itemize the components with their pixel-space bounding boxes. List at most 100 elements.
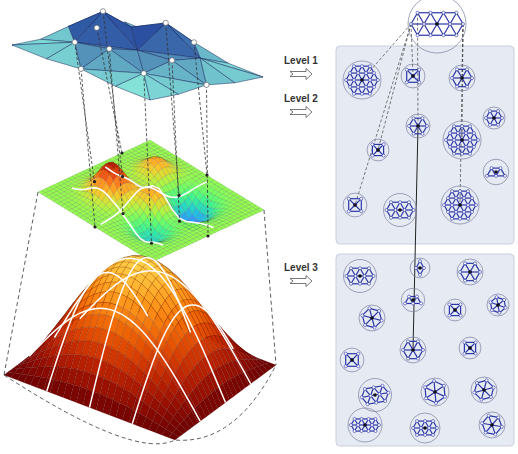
cluster-outline: [367, 139, 389, 161]
level-panel: [336, 254, 514, 446]
dome-surface: [4, 256, 276, 441]
mesh-vertex: [408, 216, 411, 219]
dashed-leader: [362, 24, 411, 80]
projection-lines: [4, 9, 276, 444]
mesh-vertex: [453, 139, 456, 142]
sample-point: [150, 242, 153, 245]
mesh-graph: [449, 65, 475, 91]
dashed-leader: [355, 24, 411, 205]
mesh-edge: [431, 13, 438, 24]
mesh-vertex: [417, 125, 420, 128]
mesh-vertex: [418, 68, 421, 71]
mesh-vertex: [412, 117, 415, 120]
mesh-edge: [457, 24, 464, 35]
mesh-vertex: [405, 81, 408, 84]
cluster-center: [376, 148, 380, 152]
mesh-vertex: [416, 11, 419, 14]
sample-point: [93, 180, 96, 183]
cluster-center: [492, 116, 496, 120]
mesh-edge: [406, 70, 407, 83]
level-panel: [336, 46, 514, 244]
mesh-edge: [424, 13, 431, 24]
mesh-edge: [444, 13, 451, 24]
mesh-vertex: [353, 92, 356, 95]
mesh-edge: [361, 199, 362, 212]
mesh-vertex: [497, 123, 500, 126]
mesh-graph: [406, 114, 430, 138]
dashed-leader: [207, 85, 209, 236]
mesh-vertex: [361, 65, 364, 68]
cluster-center: [411, 74, 415, 78]
mesh-edge: [418, 35, 431, 36]
sample-point: [204, 82, 209, 87]
mesh-vertex: [371, 154, 374, 157]
mesh-vertex: [493, 117, 496, 120]
cluster-outline: [401, 64, 425, 88]
mesh-vertex: [353, 79, 356, 82]
mesh-vertex: [455, 34, 458, 37]
mesh-edge: [419, 70, 420, 83]
mesh-vertex: [473, 145, 476, 148]
mesh-vertex: [462, 23, 465, 26]
mesh-edge: [418, 24, 425, 35]
mesh-graph: [401, 64, 425, 88]
dashed-leader: [194, 42, 207, 175]
mesh-edge: [349, 211, 362, 212]
mesh-edge: [411, 24, 418, 35]
sample-point: [78, 66, 83, 71]
wavy-surface: [38, 140, 264, 262]
mesh-vertex: [466, 68, 469, 71]
cluster-center: [416, 124, 420, 128]
mesh-vertex: [347, 210, 350, 213]
mesh-vertex: [403, 209, 406, 212]
patch-boundary: [55, 258, 226, 402]
mesh-vertex: [399, 201, 402, 204]
mesh-edge: [431, 35, 444, 36]
mesh-edge: [450, 24, 457, 35]
mesh-vertex: [477, 139, 480, 142]
dashed-leader: [109, 49, 123, 214]
mesh-vertex: [469, 125, 472, 128]
mesh-vertex: [412, 209, 415, 212]
surface-facet: [200, 58, 235, 85]
mesh-vertex: [360, 210, 363, 213]
mesh-vertex: [421, 117, 424, 120]
mesh-edge: [407, 69, 420, 70]
sample-point: [178, 220, 181, 223]
mesh-edge: [444, 12, 457, 13]
mesh-vertex: [461, 77, 464, 80]
mesh-vertex: [349, 85, 352, 88]
faceted-surface: [12, 11, 263, 100]
cluster-outline: [483, 107, 505, 129]
mesh-vertex: [382, 154, 385, 157]
dashed-leader: [81, 69, 95, 227]
patch-boundary: [132, 305, 233, 424]
sample-point: [163, 20, 168, 25]
sample-point: [141, 71, 146, 76]
mesh-edge: [411, 13, 418, 24]
mesh-vertex: [442, 34, 445, 37]
mesh-vertex: [466, 85, 469, 88]
patch-boundary: [105, 167, 213, 228]
dashed-leader: [264, 210, 276, 365]
cluster-outline: [408, 0, 466, 53]
mesh-vertex: [405, 68, 408, 71]
mesh-edge: [418, 12, 431, 13]
mesh-graph: [384, 194, 417, 227]
mesh-vertex: [357, 85, 360, 88]
cluster-center: [460, 76, 464, 80]
sample-point: [107, 46, 112, 51]
mesh-vertex: [412, 132, 415, 135]
mesh-vertex: [369, 65, 372, 68]
patch-boundary: [101, 182, 208, 225]
mesh-vertex: [354, 204, 357, 207]
parent-link: [413, 126, 418, 350]
mesh-vertex: [412, 75, 415, 78]
dashed-leader: [378, 24, 411, 150]
mesh-vertex: [429, 34, 432, 37]
mesh-vertex: [410, 23, 413, 26]
sample-point: [206, 234, 209, 237]
mesh-edge: [437, 23, 450, 24]
mesh-vertex: [456, 68, 459, 71]
